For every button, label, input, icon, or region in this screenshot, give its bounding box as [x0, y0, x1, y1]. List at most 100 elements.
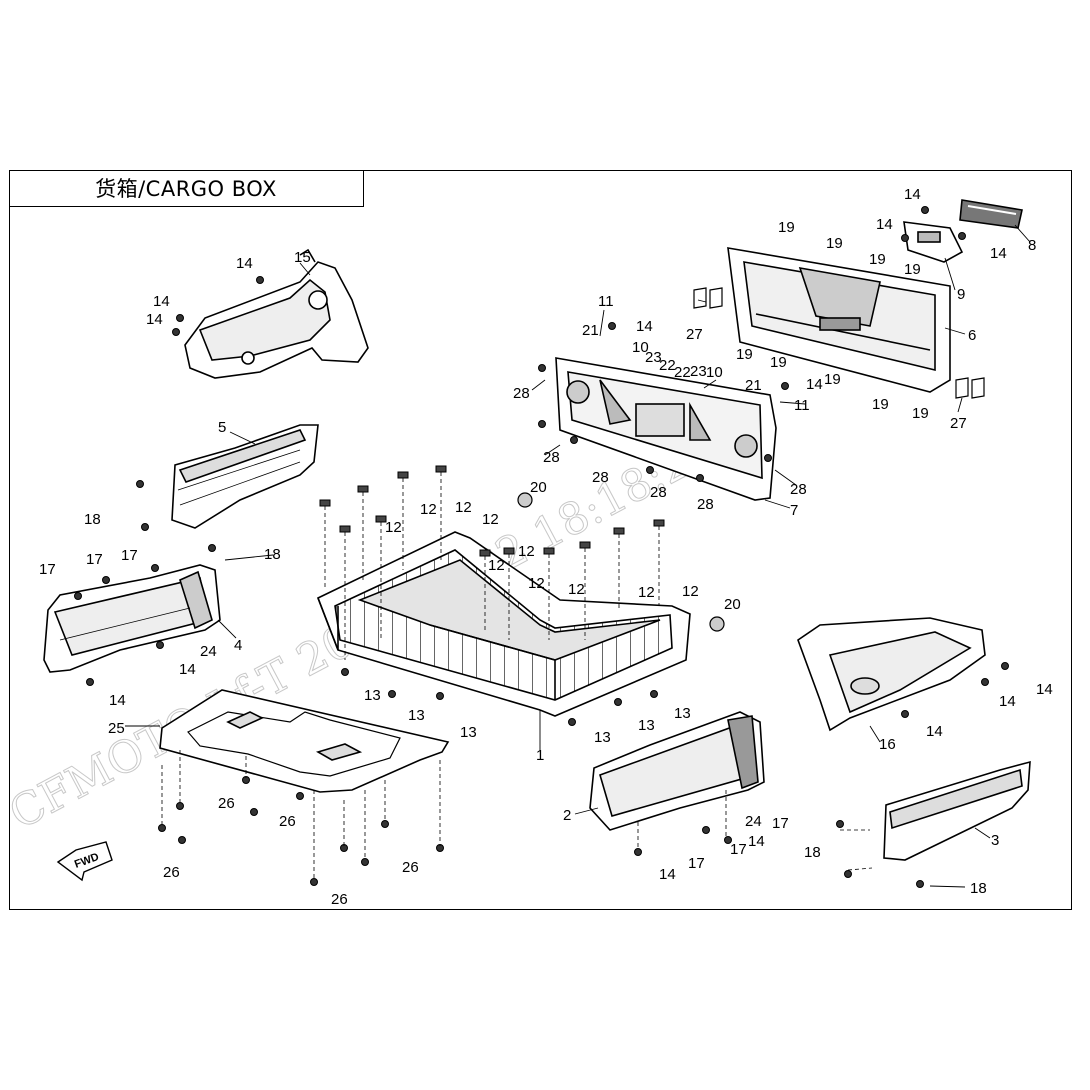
- callout-26c: 26: [163, 864, 180, 881]
- callout-19d: 19: [904, 261, 921, 278]
- part-25-skid-plate: [159, 689, 450, 793]
- callout-12i: 12: [638, 584, 655, 601]
- callout-19e: 19: [736, 346, 753, 363]
- callout-13b: 13: [408, 707, 425, 724]
- callout-24b: 24: [745, 813, 762, 830]
- callout-12c: 12: [455, 499, 472, 516]
- callout-18a: 18: [84, 511, 101, 528]
- part-4-left-rail-lower: [43, 564, 221, 673]
- callout-14a: 14: [236, 255, 253, 272]
- callout-12f: 12: [518, 543, 535, 560]
- callout-7: 7: [790, 502, 798, 519]
- callout-18b: 18: [264, 546, 281, 563]
- callout-17a: 17: [86, 551, 103, 568]
- callout-10b: 10: [706, 364, 723, 381]
- callout-12h: 12: [568, 581, 585, 598]
- callout-14h: 14: [990, 245, 1007, 262]
- callout-26d: 26: [402, 859, 419, 876]
- callout-28a: 28: [513, 385, 530, 402]
- callout-14k: 14: [1036, 681, 1053, 698]
- callout-17c: 17: [39, 561, 56, 578]
- callout-22b: 22: [674, 364, 691, 381]
- callout-18c: 18: [804, 844, 821, 861]
- callout-28f: 28: [790, 481, 807, 498]
- callout-19a: 19: [778, 219, 795, 236]
- callout-18d: 18: [970, 880, 987, 897]
- callout-17f: 17: [688, 855, 705, 872]
- callout-11a: 11: [598, 293, 614, 310]
- leader-dashes: [161, 472, 873, 880]
- callout-16: 16: [879, 736, 896, 753]
- part-7-front-wall: [555, 357, 777, 501]
- callout-17e: 17: [730, 841, 747, 858]
- callout-14i: 14: [179, 661, 196, 678]
- callout-19i: 19: [912, 405, 929, 422]
- callout-12g: 12: [528, 575, 545, 592]
- callout-10a: 10: [632, 339, 649, 356]
- callout-13d: 13: [594, 729, 611, 746]
- callout-17b: 17: [121, 547, 138, 564]
- callout-14e: 14: [806, 376, 823, 393]
- callout-12d: 12: [482, 511, 499, 528]
- callout-14b: 14: [153, 293, 170, 310]
- callout-27a: 27: [686, 326, 703, 343]
- page-title: 货箱/CARGO BOX: [95, 177, 277, 201]
- callout-leaders: [125, 224, 1031, 888]
- part-16-right-side-panel: [797, 617, 986, 732]
- callout-26b: 26: [279, 813, 296, 830]
- callout-4: 4: [234, 637, 242, 654]
- callout-19h: 19: [872, 396, 889, 413]
- fwd-arrow: FWD: [56, 841, 113, 882]
- callout-20a: 20: [530, 479, 547, 496]
- callout-12a: 12: [385, 519, 402, 536]
- callout-numbers: 1 2 3 4 5 6 7 8 9 10 10 11 11 12 12 12 1…: [39, 186, 1053, 908]
- callout-19f: 19: [770, 354, 787, 371]
- callout-14g: 14: [876, 216, 893, 233]
- callout-21b: 21: [745, 377, 762, 394]
- callout-14l: 14: [999, 693, 1016, 710]
- callout-22a: 22: [659, 357, 676, 374]
- callout-15: 15: [294, 249, 311, 266]
- callout-6: 6: [968, 327, 976, 344]
- callout-26e: 26: [331, 891, 348, 908]
- callout-14n: 14: [748, 833, 765, 850]
- diagram-frame: [9, 170, 1072, 910]
- callout-8: 8: [1028, 237, 1036, 254]
- callout-1: 1: [536, 747, 544, 764]
- callout-28d: 28: [650, 484, 667, 501]
- callout-3: 3: [991, 832, 999, 849]
- callout-28c: 28: [592, 469, 609, 486]
- part-15-left-side-panel: [184, 248, 369, 379]
- callout-11b: 11: [794, 397, 810, 414]
- callout-13e: 13: [638, 717, 655, 734]
- callout-14f: 14: [904, 186, 921, 203]
- callout-13a: 13: [364, 687, 381, 704]
- part-9-latch-bracket: [903, 221, 964, 263]
- callout-28e: 28: [697, 496, 714, 513]
- part-20-plugs: [517, 492, 725, 632]
- part-2-right-rail-lower: [589, 711, 765, 831]
- callout-19b: 19: [826, 235, 843, 252]
- callout-14o: 14: [659, 866, 676, 883]
- callout-20b: 20: [724, 596, 741, 613]
- callout-19g: 19: [824, 371, 841, 388]
- callout-21a: 21: [582, 322, 599, 339]
- callout-19c: 19: [869, 251, 886, 268]
- callout-14c: 14: [146, 311, 163, 328]
- callout-17d: 17: [772, 815, 789, 832]
- part-27-strips: [693, 287, 985, 399]
- part-1-cargo-box: [316, 531, 691, 717]
- callout-24a: 24: [200, 643, 217, 660]
- callout-23a: 23: [645, 349, 662, 366]
- title-box: 货箱/CARGO BOX: [9, 170, 364, 207]
- callout-25: 25: [108, 720, 125, 737]
- callout-5: 5: [218, 419, 226, 436]
- callout-12e: 12: [488, 557, 505, 574]
- callout-14j: 14: [109, 692, 126, 709]
- part-5-left-rail-top: [171, 424, 319, 529]
- callout-14d: 14: [636, 318, 653, 335]
- callout-2: 2: [563, 807, 571, 824]
- callout-13f: 13: [674, 705, 691, 722]
- part-6-tailgate: [727, 247, 951, 393]
